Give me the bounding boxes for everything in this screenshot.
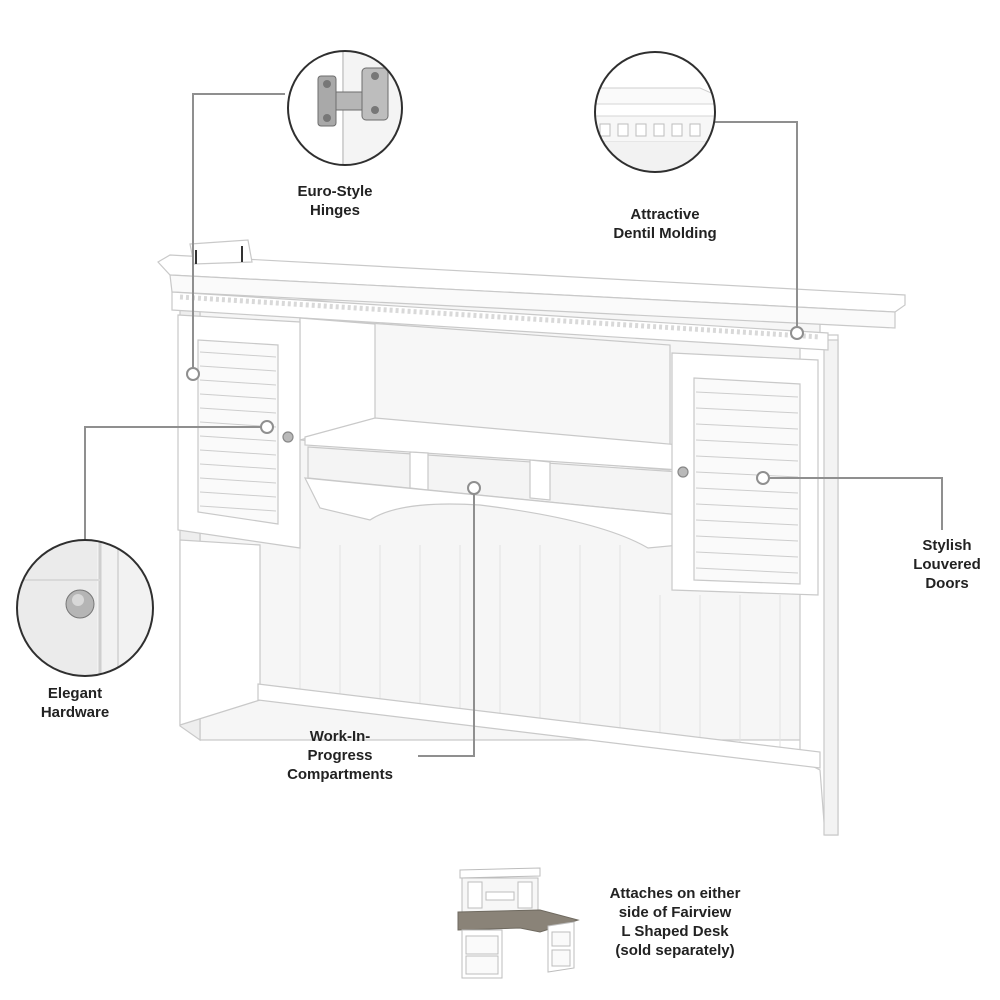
attach-callout-label: Attaches on either side of Fairview L Sh…	[590, 884, 760, 960]
doors-callout-label: Stylish Louvered Doors	[900, 536, 994, 593]
left-door-knob	[282, 431, 294, 443]
hardware-line-2: Hardware	[40, 704, 110, 721]
dentil-line-1: Attractive	[630, 206, 700, 223]
l-desk-thumbnail	[457, 867, 580, 979]
wip-line-2: Progress	[307, 747, 373, 764]
wip-line-3: Compartments	[287, 766, 393, 783]
attach-line-2: side of Fairview	[618, 904, 732, 921]
wip-leader	[418, 488, 475, 757]
dentil-leader	[715, 121, 798, 332]
left-louvered-door	[177, 314, 301, 549]
hinges-line-2: Hinges	[309, 202, 360, 219]
dentil-blocks	[179, 294, 821, 340]
hinges-callout-label: Euro-Style Hinges	[285, 182, 385, 220]
attach-line-4: (sold separately)	[615, 942, 735, 959]
hinges-anchor-dot	[186, 367, 200, 381]
bottom-rail	[257, 683, 821, 769]
dentil-anchor-dot	[790, 326, 804, 340]
wip-anchor-dot	[467, 481, 481, 495]
wip-line-1: Work-In-	[309, 728, 371, 745]
hardware-callout-label: Elegant Hardware	[20, 684, 130, 722]
hinges-line-1: Euro-Style	[297, 183, 373, 200]
attach-line-1: Attaches on either	[609, 885, 741, 902]
molding-closeup	[594, 51, 716, 173]
dentil-callout-label: Attractive Dentil Molding	[585, 205, 745, 243]
doors-line-2: Louvered	[913, 556, 981, 573]
right-door-knob	[677, 466, 689, 478]
hardware-leader	[84, 426, 267, 540]
hardware-line-1: Elegant	[47, 685, 103, 702]
doors-line-1: Stylish	[922, 537, 972, 554]
callout-anchor-dots	[186, 326, 804, 495]
attach-line-3: L Shaped Desk	[621, 923, 729, 940]
wip-callout-label: Work-In- Progress Compartments	[265, 727, 415, 784]
hinges-leader	[192, 93, 285, 372]
doors-leader	[763, 477, 943, 530]
doors-line-3: Doors	[925, 575, 969, 592]
cubby-front-base	[303, 477, 681, 549]
cubby-divider-1	[409, 451, 429, 491]
right-louvered-door	[671, 352, 819, 596]
hinge-closeup	[287, 50, 403, 166]
hutch	[157, 239, 906, 836]
hardware-anchor-dot	[260, 420, 274, 434]
doors-anchor-dot	[756, 471, 770, 485]
knob-closeup	[16, 539, 154, 677]
callout-leaders	[84, 93, 943, 757]
dentil-line-2: Dentil Molding	[613, 225, 717, 242]
cubby-divider-2	[529, 459, 551, 501]
